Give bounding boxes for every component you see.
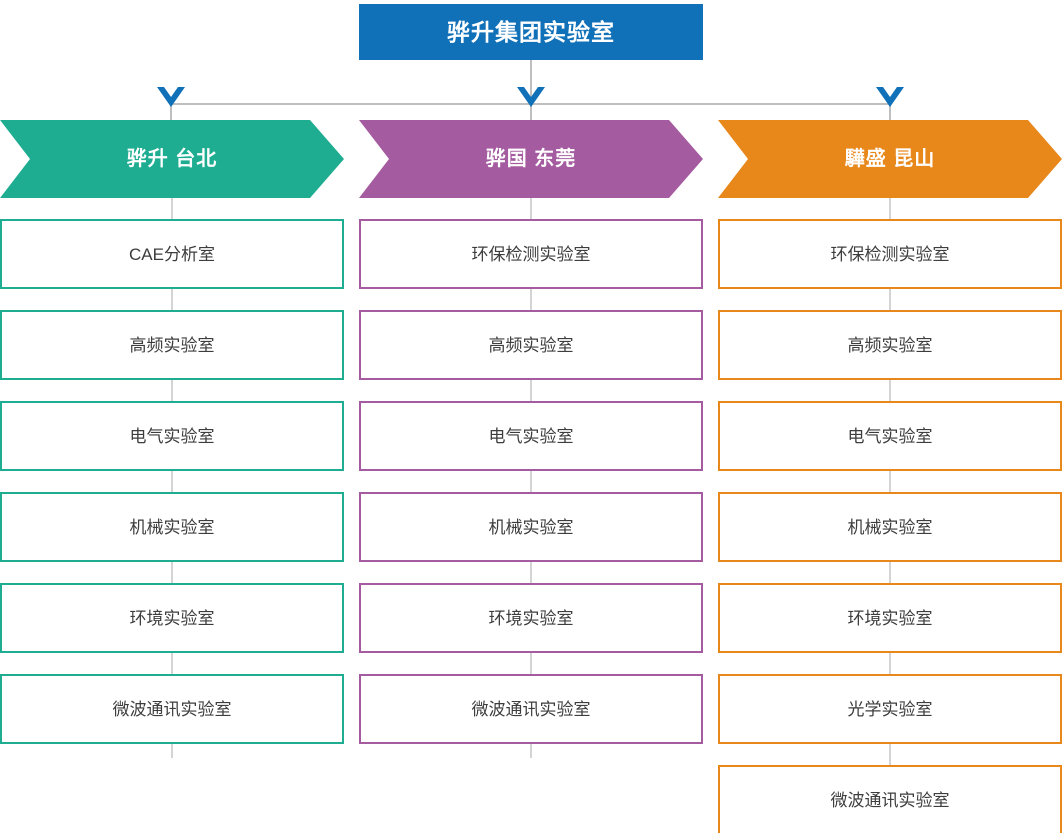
lab-item[interactable]: 微波通讯实验室: [0, 674, 344, 744]
lab-item[interactable]: 高频实验室: [0, 310, 344, 380]
column-spine-dongguan: [530, 198, 532, 758]
lab-item[interactable]: 微波通讯实验室: [359, 674, 703, 744]
column-kunshan: 驊盛 昆山 环保检测实验室 高频实验室 电气实验室 机械实验室 环境实验室 光学…: [718, 120, 1062, 833]
column-header-dongguan[interactable]: 骅国 东莞: [359, 120, 703, 198]
column-taipei: 骅升 台北 CAE分析室 高频实验室 电气实验室 机械实验室 环境实验室 微波通…: [0, 120, 344, 765]
lab-item[interactable]: 电气实验室: [718, 401, 1062, 471]
connector-drop-taipei: [170, 103, 172, 125]
lab-item[interactable]: 电气实验室: [0, 401, 344, 471]
lab-item[interactable]: 机械实验室: [359, 492, 703, 562]
lab-item[interactable]: 环境实验室: [359, 583, 703, 653]
lab-item[interactable]: 环境实验室: [0, 583, 344, 653]
chevron-down-icon: [156, 86, 186, 112]
column-header-taipei[interactable]: 骅升 台北: [0, 120, 344, 198]
lab-item[interactable]: 高频实验室: [359, 310, 703, 380]
lab-item[interactable]: 环保检测实验室: [359, 219, 703, 289]
column-header-kunshan[interactable]: 驊盛 昆山: [718, 120, 1062, 198]
lab-item[interactable]: 电气实验室: [359, 401, 703, 471]
connector-drop-kunshan: [889, 103, 891, 125]
lab-item[interactable]: 高频实验室: [718, 310, 1062, 380]
chevron-down-icon: [516, 86, 546, 112]
lab-item[interactable]: 机械实验室: [718, 492, 1062, 562]
column-dongguan: 骅国 东莞 环保检测实验室 高频实验室 电气实验室 机械实验室 环境实验室 微波…: [359, 120, 703, 765]
lab-item[interactable]: 机械实验室: [0, 492, 344, 562]
lab-item[interactable]: 微波通讯实验室: [718, 765, 1062, 833]
column-items-kunshan: 环保检测实验室 高频实验室 电气实验室 机械实验室 环境实验室 光学实验室 微波…: [718, 219, 1062, 833]
lab-item[interactable]: 环境实验室: [718, 583, 1062, 653]
lab-item[interactable]: 环保检测实验室: [718, 219, 1062, 289]
lab-item[interactable]: 光学实验室: [718, 674, 1062, 744]
column-spine-taipei: [171, 198, 173, 758]
column-items-dongguan: 环保检测实验室 高频实验室 电气实验室 机械实验室 环境实验室 微波通讯实验室: [359, 219, 703, 744]
connector-drop-dongguan: [530, 103, 532, 125]
root-node-title: 骅升集团实验室: [359, 4, 703, 60]
chevron-down-icon: [875, 86, 905, 112]
connector-root-vertical: [530, 60, 532, 105]
lab-item[interactable]: CAE分析室: [0, 219, 344, 289]
column-items-taipei: CAE分析室 高频实验室 电气实验室 机械实验室 环境实验室 微波通讯实验室: [0, 219, 344, 744]
